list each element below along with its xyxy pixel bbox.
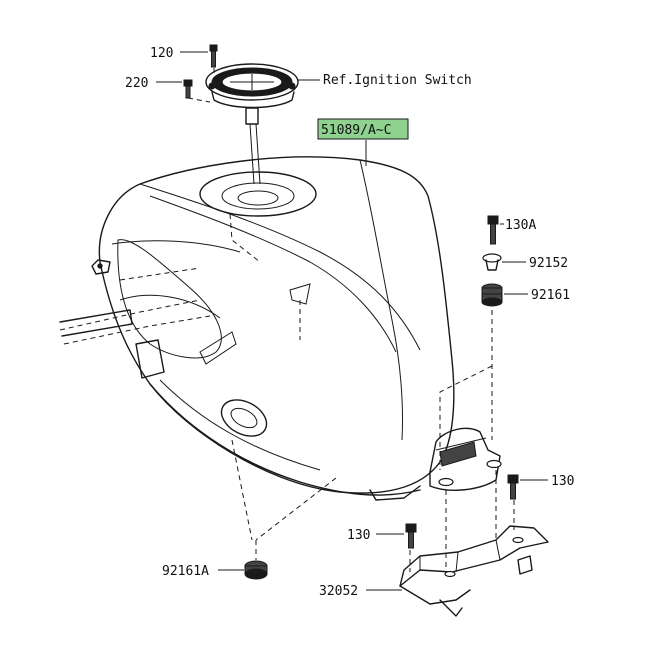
label-130-right: 130 [551, 474, 574, 489]
label-92161: 92161 [531, 288, 570, 303]
bracket-32052[interactable] [399, 525, 549, 617]
leader-lines [156, 51, 548, 591]
bolt-130-right-icon[interactable] [507, 474, 519, 500]
label-92152: 92152 [529, 256, 568, 271]
rear-mount-bracket[interactable] [429, 427, 502, 491]
bolt-130a-icon[interactable] [487, 215, 499, 245]
collar-92152-icon[interactable] [482, 253, 502, 271]
label-51089-highlight [317, 118, 409, 140]
fuel-tank[interactable] [59, 156, 455, 501]
bolt-130-left-icon[interactable] [405, 523, 417, 549]
label-220: 220 [125, 76, 148, 91]
label-32052: 32052 [319, 584, 358, 599]
label-130a: 130A [505, 218, 536, 233]
label-51089: 51089/A~C [321, 123, 391, 138]
fuel-filler-cap[interactable] [205, 63, 299, 125]
cap-shaft-line [249, 123, 255, 185]
label-130-left: 130 [347, 528, 370, 543]
screw-220-icon[interactable] [183, 79, 193, 99]
damper-92161a-icon[interactable] [244, 560, 268, 580]
bolt-120-icon[interactable] [209, 44, 218, 68]
label-120: 120 [150, 46, 173, 61]
label-92161a: 92161A [162, 564, 209, 579]
assembly-guide-lines [187, 68, 515, 572]
damper-92161-icon[interactable] [481, 283, 503, 307]
label-ref-ignition-switch: Ref.Ignition Switch [323, 73, 472, 88]
callout-labels: 120 220 Ref.Ignition Switch 51089/A~C 13… [125, 46, 574, 599]
cap-shaft-line-2 [255, 123, 261, 185]
